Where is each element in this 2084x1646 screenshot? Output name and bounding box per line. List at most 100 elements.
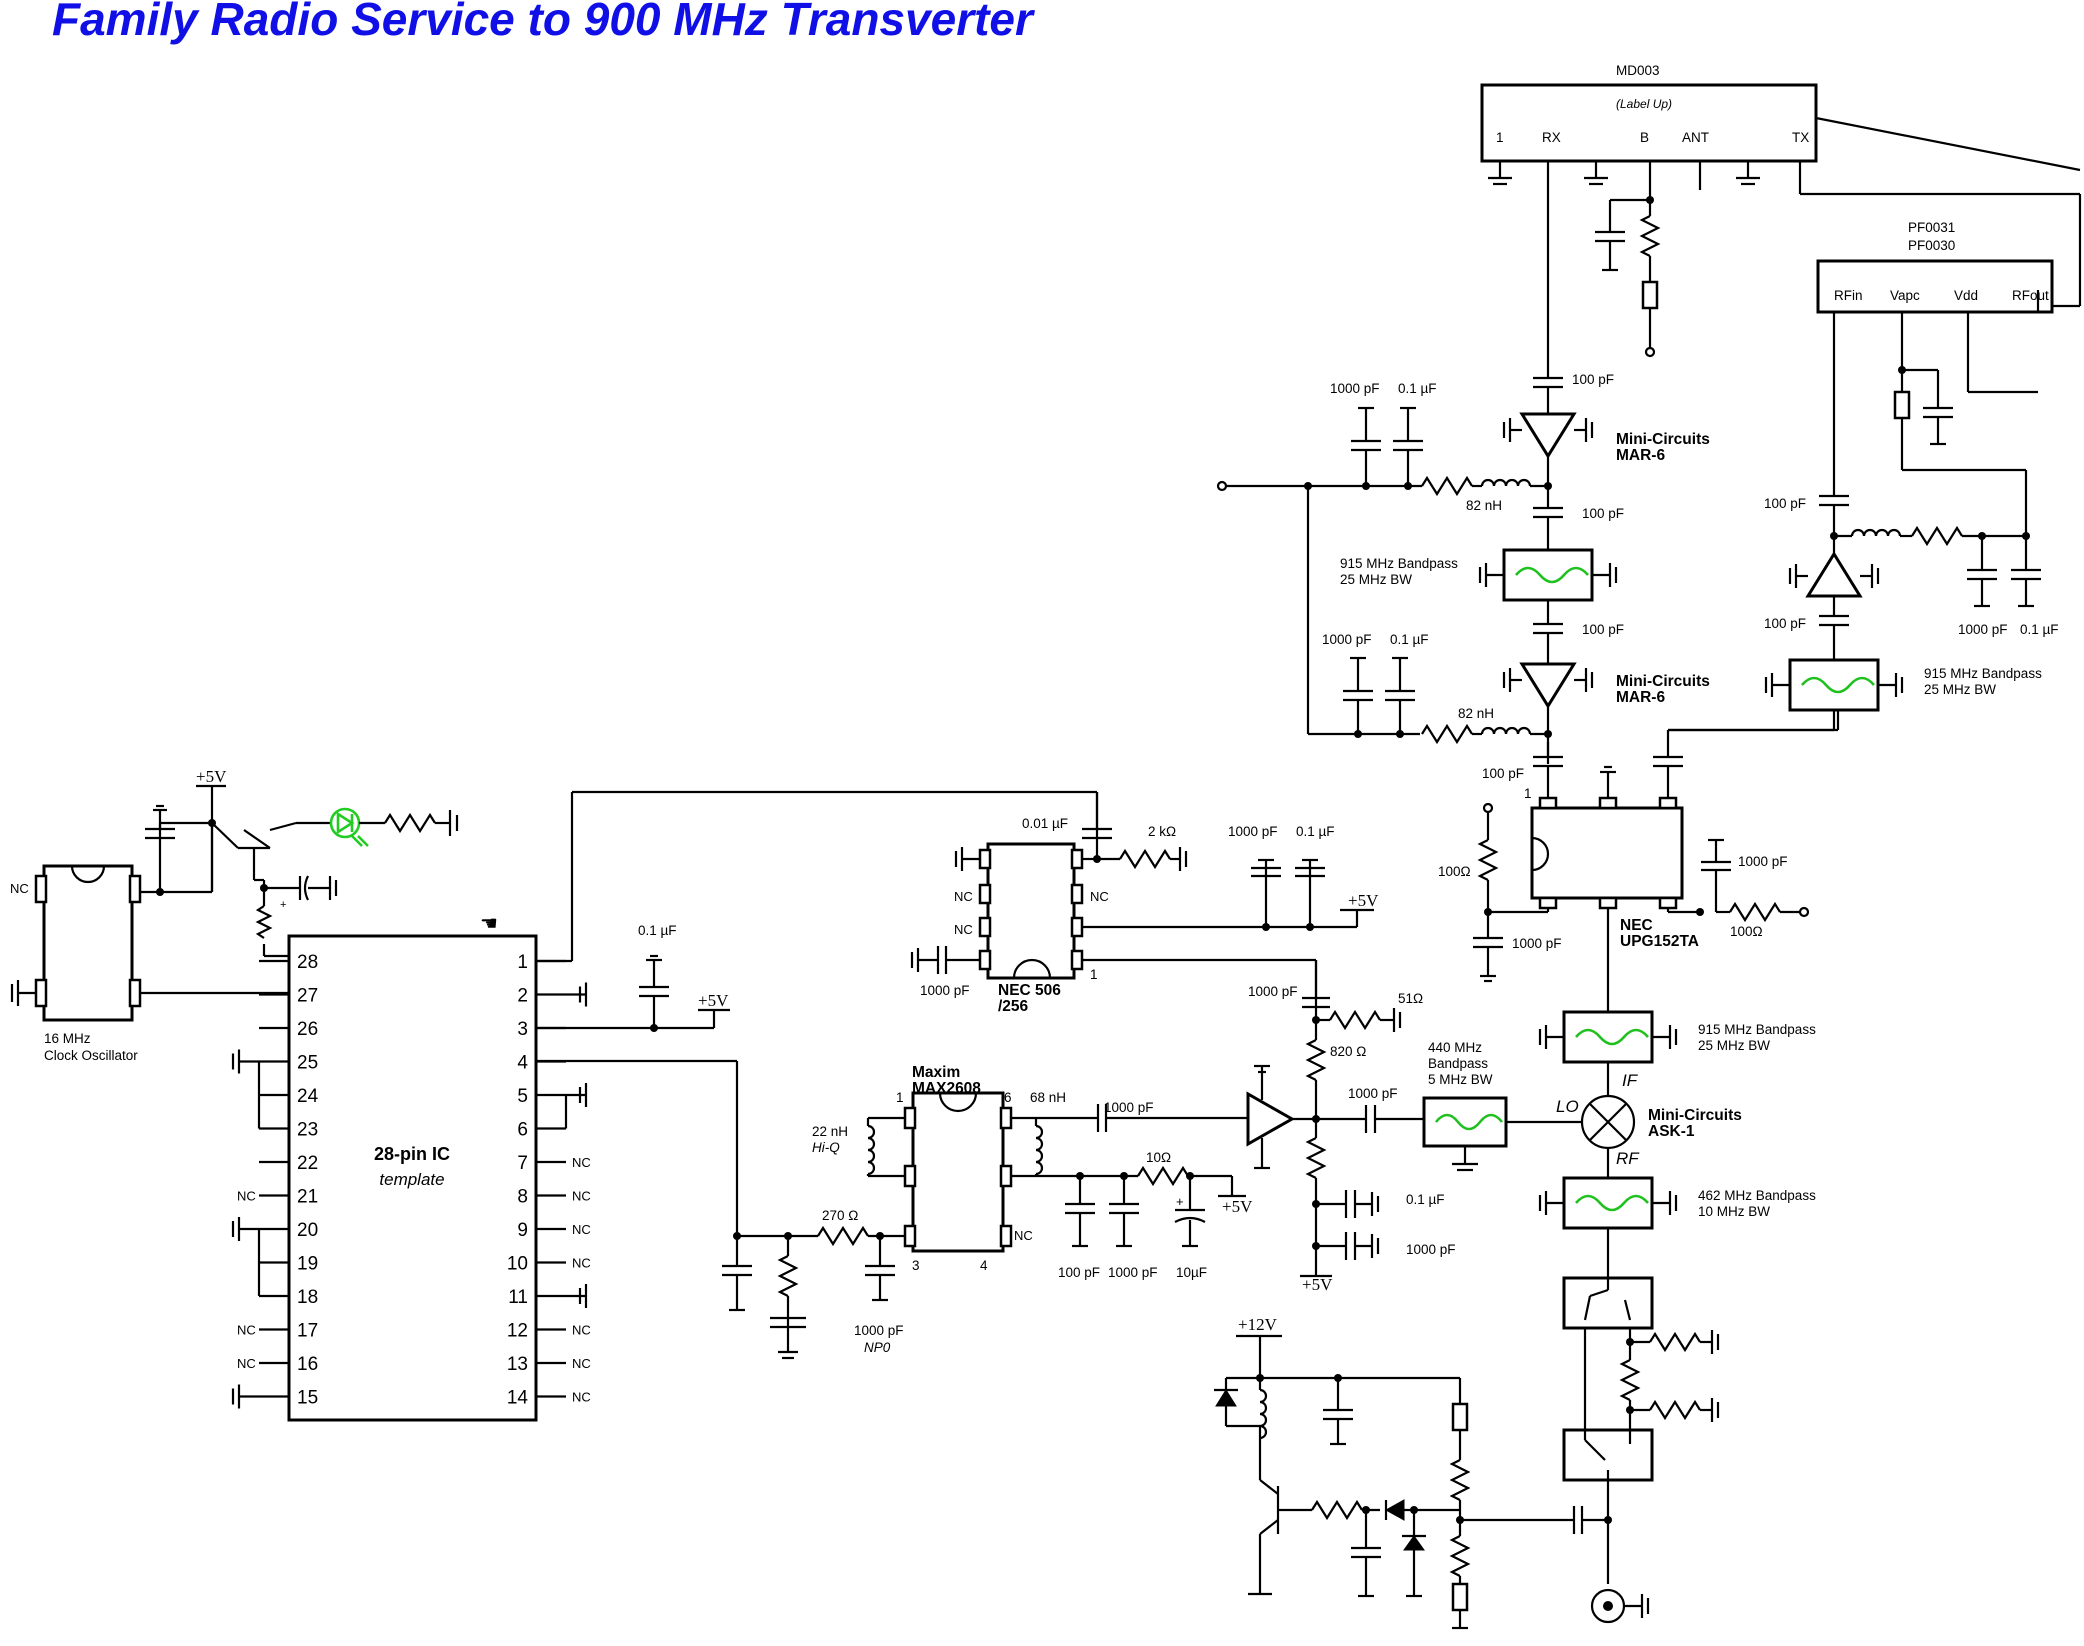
cap-1000p-rx2: 1000 pF xyxy=(1322,632,1372,647)
svg-text:NC: NC xyxy=(1090,889,1109,904)
mar6-1-sublabel: MAR-6 xyxy=(1616,447,1665,464)
ic-pin-left: 24 xyxy=(297,1086,319,1107)
cap-01u-tx: 0.1 µF xyxy=(2020,622,2059,637)
cap-1000p-upg2: 1000 pF xyxy=(1738,854,1788,869)
lo-chain: 1000 pF 51Ω 820 Ω 0.1 µF 1000 pF +5V xyxy=(1246,960,1582,1294)
cap-100p-rx2: 100 pF xyxy=(1582,506,1624,521)
ic-pin-left: 20 xyxy=(297,1220,318,1241)
nec506-pin1: 1 xyxy=(1090,967,1098,982)
nc-label: NC xyxy=(572,1390,591,1405)
ic-pin-left: 18 xyxy=(297,1287,318,1308)
ic-pin-right: 10 xyxy=(507,1254,528,1275)
pf-label-2: PF0030 xyxy=(1908,238,1955,253)
nc-label: NC xyxy=(572,1356,591,1371)
ic-pin-right: 5 xyxy=(517,1086,528,1107)
upg-label: NEC xyxy=(1620,917,1653,934)
cap-100p-rx1: 100 pF xyxy=(1572,372,1614,387)
mar6-2-sublabel: MAR-6 xyxy=(1616,689,1665,706)
ic-pin-right: 14 xyxy=(507,1388,529,1409)
rx-chain: 100 pF Mini-Circuits MAR-6 100 pF 82 nH xyxy=(1216,161,1710,764)
maxim-pin4: 4 xyxy=(980,1258,988,1273)
ic-pin-right: 4 xyxy=(517,1053,528,1074)
svg-text:NC: NC xyxy=(954,922,973,937)
svg-text:25 MHz BW: 25 MHz BW xyxy=(1340,572,1412,587)
cap-1000p-np0: 1000 pF xyxy=(854,1323,904,1338)
upg-sublabel: UPG152TA xyxy=(1620,933,1699,950)
ic-pin-left: 16 xyxy=(297,1354,318,1375)
filter-462: 462 MHz Bandpass 10 MHz BW xyxy=(1538,1176,1816,1278)
svg-text:+: + xyxy=(280,899,286,911)
ic-pin-right: 8 xyxy=(517,1187,528,1208)
nec506-label: NEC 506 xyxy=(998,982,1061,999)
filter-915-if: 915 MHz Bandpass 25 MHz BW xyxy=(1538,898,1816,1064)
ic-pin-left: 28 xyxy=(297,952,318,973)
pin1-marker-icon: ☚ xyxy=(480,913,498,935)
filter-440-l2: Bandpass xyxy=(1428,1056,1488,1071)
ic-pin-left: 25 xyxy=(297,1053,318,1074)
mixer: LO IF RF Mini-Circuits ASK-1 xyxy=(1556,1062,1742,1178)
ic-pin-right: 9 xyxy=(517,1220,528,1241)
ic-28pin: 28-pin IC template 282726252423222120191… xyxy=(231,913,591,1422)
cap-1000p-tx: 1000 pF xyxy=(1958,622,2008,637)
md003-note: (Label Up) xyxy=(1616,97,1672,111)
upg-pin1: 1 xyxy=(1524,786,1532,801)
svg-text:Vdd: Vdd xyxy=(1954,288,1978,303)
res-100-1: 100Ω xyxy=(1438,864,1471,879)
ic-pin-right: 1 xyxy=(517,952,528,973)
res-820: 820 Ω xyxy=(1330,1044,1366,1059)
svg-text:RFin: RFin xyxy=(1834,288,1863,303)
mixer-if: IF xyxy=(1622,1071,1639,1090)
nc-label: NC xyxy=(572,1155,591,1170)
ic-pin-left: 21 xyxy=(297,1187,318,1208)
mixer-sublabel: ASK-1 xyxy=(1648,1123,1695,1140)
oscillator-name-label: Clock Oscillator xyxy=(44,1048,138,1063)
maxim-pin1: 1 xyxy=(896,1090,904,1105)
ic-28pin-sublabel: template xyxy=(379,1170,444,1189)
nc-label: NC xyxy=(572,1222,591,1237)
maxim-sublabel: MAX2608 xyxy=(912,1080,981,1097)
cap-10u: 10µF xyxy=(1176,1265,1207,1280)
ind-hiq: Hi-Q xyxy=(812,1140,840,1155)
nec-upg152ta: 1 NEC UPG152TA 100Ω 1000 pF 1000 pF xyxy=(1438,706,1840,983)
cap-01u-lo: 0.1 µF xyxy=(1406,1192,1445,1207)
cap-100p-rx3: 100 pF xyxy=(1582,622,1624,637)
clock-oscillator: NC 16 MHz Clock Oscillator xyxy=(10,823,289,1063)
svg-text:10 MHz BW: 10 MHz BW xyxy=(1698,1204,1770,1219)
cap-01u-rx1: 0.1 µF xyxy=(1398,381,1437,396)
cap-1000p-nec1: 1000 pF xyxy=(1228,824,1278,839)
ic-pin-left: 22 xyxy=(297,1153,318,1174)
svg-text:25 MHz BW: 25 MHz BW xyxy=(1924,682,1996,697)
svg-text:915 MHz Bandpass: 915 MHz Bandpass xyxy=(1698,1022,1816,1037)
svg-text:+: + xyxy=(1176,1194,1184,1209)
ic-pin-left: 23 xyxy=(297,1120,318,1141)
ic-pin-right: 7 xyxy=(517,1153,528,1174)
nc-label: NC xyxy=(572,1323,591,1338)
md003: MD003 (Label Up) 1 RX B ANT TX xyxy=(1480,63,2082,358)
svg-text:RX: RX xyxy=(1542,130,1561,145)
svg-text:NC: NC xyxy=(954,889,973,904)
maxim-pin3: 3 xyxy=(912,1258,920,1273)
maxim-pin6: 6 xyxy=(1004,1090,1012,1105)
svg-text:TX: TX xyxy=(1792,130,1809,145)
supply-5v-label-5: +5V xyxy=(1302,1275,1333,1294)
tr-switch xyxy=(1462,1276,1720,1624)
ic-pin-right: 13 xyxy=(507,1354,528,1375)
bandpass-wave-icon xyxy=(1434,1113,1504,1131)
ic-28pin-body xyxy=(287,934,538,1422)
supply-5v-label-4: +5V xyxy=(1222,1197,1253,1216)
ic-pin-left: 19 xyxy=(297,1254,318,1275)
supply-5v-label-1: +5V xyxy=(196,767,227,786)
nec-506-prescaler: NEC 506 /256 1 NC NC NC 0.01 µF 2 kΩ xyxy=(910,792,1379,1015)
svg-text:NC: NC xyxy=(1014,1228,1033,1243)
cap-100p-upg: 100 pF xyxy=(1482,766,1524,781)
led-driver: +5V + xyxy=(145,767,459,958)
nc-label: NC xyxy=(572,1256,591,1271)
ic-right-wiring: 0.1 µF +5V xyxy=(536,790,1099,1236)
mar6-1-label: Mini-Circuits xyxy=(1616,431,1710,448)
cap-01u-nec1: 0.1 µF xyxy=(1296,824,1335,839)
mixer-rf: RF xyxy=(1616,1149,1640,1168)
nc-label: NC xyxy=(237,1189,256,1204)
md003-label: MD003 xyxy=(1616,63,1660,78)
cap-001u: 0.01 µF xyxy=(1022,816,1068,831)
